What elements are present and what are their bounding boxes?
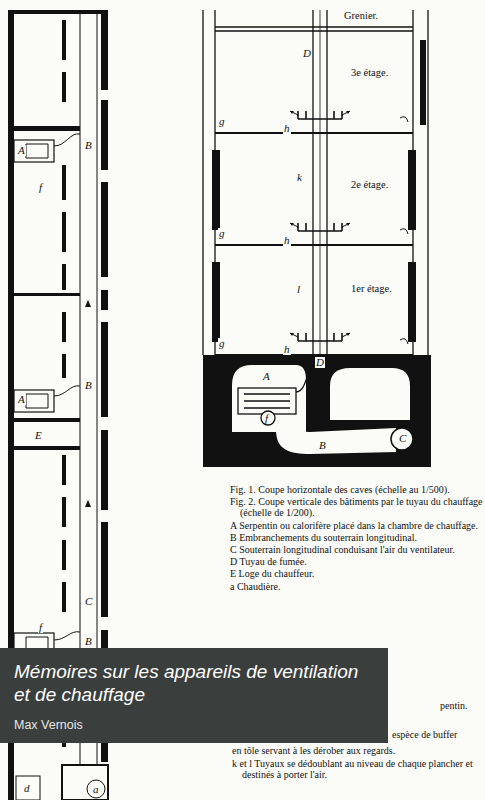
callout-letter: d — [23, 783, 31, 794]
callout-letter: k — [296, 172, 303, 183]
caption-line: espèce de buffer — [392, 729, 457, 740]
callout-letter: C — [398, 433, 407, 444]
callout-letter: a — [92, 784, 100, 795]
building-section — [203, 10, 431, 467]
callout-letter: g — [218, 338, 226, 349]
callout-letter: g — [218, 116, 226, 127]
caption-line: B Embranchements du souterrain longitudi… — [230, 532, 485, 543]
caption-line: a Chaudière. — [230, 581, 485, 592]
callout-letter: f — [264, 413, 269, 424]
callout-letter: B — [318, 440, 327, 451]
callout-letter: h — [283, 344, 291, 355]
callout-letter: h — [283, 123, 291, 134]
callout-letter: l — [296, 284, 301, 295]
caption-line: k et l Tuyaux se dédoublant au niveau de… — [232, 758, 485, 780]
floor-label: 3e étage. — [350, 68, 389, 79]
caption-line: pentin. — [440, 700, 468, 711]
callout-letter: B — [84, 140, 93, 151]
floor-label: 2e étage. — [350, 180, 389, 191]
floor-label: Grenier. — [343, 11, 379, 22]
caption-line: D Tuyau de fumée. — [230, 556, 485, 567]
callout-letter: f — [38, 622, 43, 633]
callout-letter: E — [34, 430, 43, 441]
caption-line: Fig. 1. Coupe horizontale des caves (éch… — [230, 484, 485, 495]
caption-line: E Loge du chauffeur. — [230, 568, 485, 579]
callout-letter: f — [38, 182, 43, 193]
caption-line: Fig. 2. Coupe verticale des bâtiments pa… — [230, 496, 485, 518]
callout-letter: A — [262, 371, 271, 382]
callout-letter: D — [302, 48, 312, 59]
callout-letter: B — [84, 636, 93, 647]
caption-line: A Serpentin ou calorifère placé dans la … — [230, 520, 485, 531]
title-panel: Mémoires sur les appareils de ventilatio… — [0, 648, 388, 743]
callout-letter: g — [218, 228, 226, 239]
callout-letter: B — [84, 380, 93, 391]
caption-line: C Souterrain longitudinal conduisant l'a… — [230, 544, 485, 555]
author-name: Max Vernois — [14, 718, 374, 733]
callout-letter: A — [17, 394, 26, 405]
floor-label: 1er étage. — [350, 284, 393, 295]
callout-letter: C — [84, 596, 93, 607]
caption-line: en tôle servant à les dérober aux regard… — [232, 745, 485, 756]
callout-letter: D — [315, 357, 325, 368]
callout-letter: A — [17, 145, 26, 156]
book-title: Mémoires sur les appareils de ventilatio… — [14, 660, 374, 706]
callout-letter: h — [283, 235, 291, 246]
